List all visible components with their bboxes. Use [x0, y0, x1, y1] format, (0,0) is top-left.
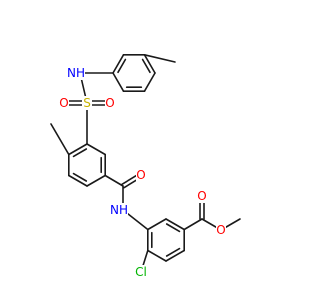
sulfonamide-nh-label-background — [67, 66, 85, 80]
chlorine-label-background — [132, 265, 150, 279]
chlorine-label: Cl — [135, 265, 147, 279]
top-ring-bond-0-inner — [117, 58, 127, 74]
ring-carbonyl-bond — [104, 174, 124, 187]
mid-ring-bond-3 — [68, 174, 88, 187]
mid-ring-bond-2 — [86, 174, 106, 187]
top-ring-bond-5 — [112, 72, 125, 92]
amide-nh-label-background — [110, 203, 128, 217]
bot-ring-bond-0-inner — [165, 223, 181, 233]
bond-layer — [50, 53, 241, 273]
ester-oxygen-label: O — [216, 223, 225, 237]
ester-oxygen-label-background — [216, 223, 226, 237]
mid-ring-bond-0 — [86, 143, 106, 156]
bot-ring-bond-0 — [165, 218, 185, 231]
top-ring-bond-0 — [112, 53, 125, 74]
bot-ring-bond-2 — [165, 249, 185, 262]
sulfonyl-oxygen-right-label: O — [105, 96, 114, 110]
top-ring-bond-2 — [143, 53, 156, 74]
top-ring-bond-2-inner — [141, 58, 151, 74]
ring-ester-bond — [183, 218, 203, 231]
mid-ring-bond-5 — [68, 143, 88, 156]
sulfonamide-nh-label: NH — [67, 66, 85, 80]
top-ring-bond-3 — [143, 72, 156, 92]
mid-methyl-bond — [50, 123, 70, 156]
ester-carbonyl-oxygen-label: O — [197, 189, 206, 203]
sulfonyl-oxygen-left-label-background — [59, 96, 69, 110]
sulfonyl-oxygen-left-label: O — [59, 96, 68, 110]
sulfur-label: S — [83, 96, 91, 110]
bot-ring-bond-2-inner — [165, 247, 181, 257]
mid-ring-bond-3-inner — [72, 172, 88, 182]
amide-nh-label: NH — [110, 203, 128, 217]
sulfonyl-oxygen-right-label-background — [105, 96, 115, 110]
mid-ring-bond-5-inner — [72, 148, 88, 158]
amide-oxygen-label-background — [136, 168, 146, 182]
bot-ring-bond-5 — [147, 218, 167, 231]
sulfur-label-background — [82, 96, 92, 110]
bot-ring-bond-3 — [147, 249, 167, 262]
amide-oxygen-label: O — [136, 168, 145, 182]
ester-carbonyl-oxygen-label-background — [197, 189, 207, 203]
top-methyl-bond — [143, 53, 176, 63]
